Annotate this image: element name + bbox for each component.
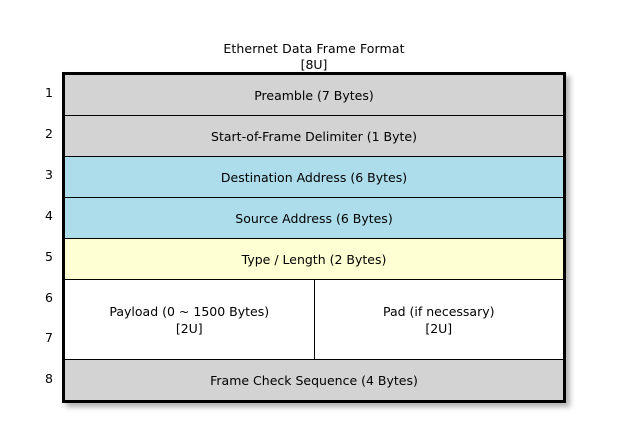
field-start-of-frame-delimiter: Start-of-Frame Delimiter (1 Byte) [64,115,564,157]
field-source-address: Source Address (6 Bytes) [64,197,564,239]
field-sublabel: [2U] [175,320,203,336]
diagram-title-main: Ethernet Data Frame Format [223,41,405,56]
table-row: Type / Length (2 Bytes) [64,238,564,280]
row-index-5: 5 [45,249,53,264]
row-index-2: 2 [45,126,53,141]
diagram-title: Ethernet Data Frame Format [8U] [0,41,628,72]
field-destination-address: Destination Address (6 Bytes) [64,156,564,198]
row-index-4: 4 [45,208,53,223]
table-row: Start-of-Frame Delimiter (1 Byte) [64,115,564,157]
row-index-column: 1 2 3 4 5 6 7 8 [36,72,62,400]
row-index-7: 7 [45,330,53,345]
field-label: Destination Address (6 Bytes) [220,169,408,185]
field-preamble: Preamble (7 Bytes) [64,74,564,116]
row-index-1: 1 [45,85,53,100]
field-pad: Pad (if necessary) [2U] [313,279,564,360]
table-row: Payload (0 ~ 1500 Bytes) [2U] Pad (if ne… [64,279,564,360]
table-row: Destination Address (6 Bytes) [64,156,564,198]
row-index-3: 3 [45,167,53,182]
field-label: Type / Length (2 Bytes) [241,251,387,267]
diagram-title-subtitle: [8U] [300,57,328,72]
field-label: Payload (0 ~ 1500 Bytes) [109,303,270,319]
row-index-8: 8 [45,371,53,386]
frame-field-table: Preamble (7 Bytes) Start-of-Frame Delimi… [62,72,566,403]
field-label: Source Address (6 Bytes) [235,210,393,226]
field-payload: Payload (0 ~ 1500 Bytes) [2U] [64,279,315,360]
field-type-length: Type / Length (2 Bytes) [64,238,564,280]
field-frame-check-sequence: Frame Check Sequence (4 Bytes) [64,359,564,401]
field-label: Start-of-Frame Delimiter (1 Byte) [211,128,417,144]
field-label: Frame Check Sequence (4 Bytes) [210,372,418,388]
field-label: Pad (if necessary) [382,303,495,319]
field-label: Preamble (7 Bytes) [254,87,374,103]
table-row: Preamble (7 Bytes) [64,74,564,116]
row-index-6: 6 [45,290,53,305]
table-row: Frame Check Sequence (4 Bytes) [64,359,564,401]
ethernet-frame-diagram: 1 2 3 4 5 6 7 8 Preamble (7 Bytes) Start… [36,72,568,403]
field-sublabel: [2U] [425,320,453,336]
table-row: Source Address (6 Bytes) [64,197,564,239]
